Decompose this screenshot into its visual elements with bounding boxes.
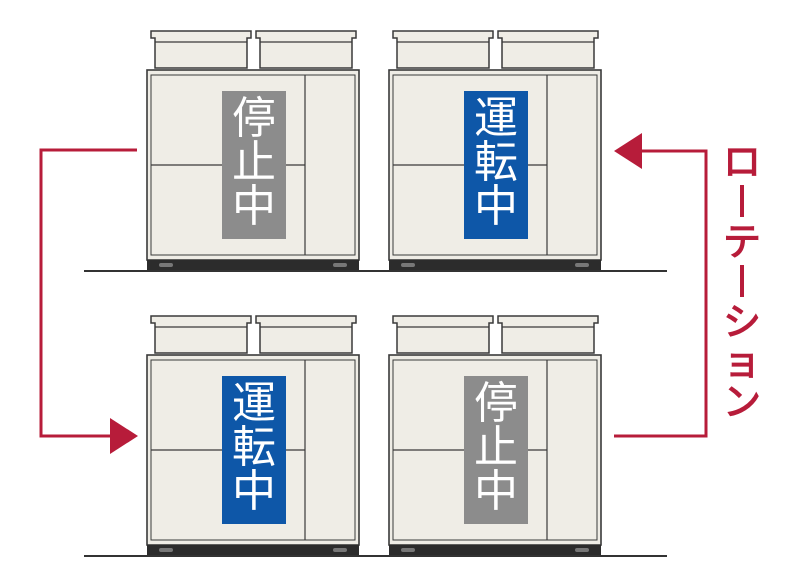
fan-housing	[497, 315, 599, 354]
status-label-box	[222, 91, 286, 239]
unit-foot	[575, 548, 589, 552]
fan-housing	[255, 315, 357, 354]
status-label-char: 停	[232, 93, 276, 144]
unit-foot	[401, 263, 415, 267]
rotation-arrow-right-head	[614, 133, 642, 169]
status-label-char: 運	[474, 93, 518, 144]
status-label-char: 中	[474, 181, 518, 232]
rotation-label-char: テ	[723, 220, 761, 264]
outdoor-unit: 停止中	[146, 30, 360, 270]
unit-foot	[159, 548, 173, 552]
fan-housing	[150, 30, 252, 69]
status-label-box	[464, 376, 528, 524]
unit-foot	[333, 263, 347, 267]
outdoor-unit: 運転中	[146, 315, 360, 555]
rotation-label-char: ロ	[723, 140, 761, 184]
rotation-arrow-right-line	[614, 149, 708, 438]
fan-housing	[392, 30, 494, 69]
fan-housing	[150, 315, 252, 354]
outdoor-unit: 運転中	[388, 30, 602, 270]
status-label-char: 転	[232, 422, 276, 473]
fan-housing	[392, 315, 494, 354]
rotation-label-char: シ	[723, 300, 761, 344]
unit-base	[147, 260, 359, 270]
unit-base	[389, 260, 601, 270]
status-label-char: 中	[232, 466, 276, 517]
status-label-box	[222, 376, 286, 524]
status-label-box	[464, 91, 528, 239]
status-label-char: 停	[474, 378, 518, 429]
fan-housing	[497, 30, 599, 69]
rotation-arrow-left-line	[39, 148, 137, 438]
rotation-arrow-left-head	[110, 418, 138, 454]
unit-foot	[159, 263, 173, 267]
rotation-label-char: ン	[723, 380, 761, 424]
status-label-char: 止	[474, 422, 518, 473]
unit-foot	[575, 263, 589, 267]
fan-housing	[255, 30, 357, 69]
unit-foot	[333, 548, 347, 552]
unit-base	[389, 545, 601, 555]
unit-base	[147, 545, 359, 555]
outdoor-unit: 停止中	[388, 315, 602, 555]
rotation-arrow-right	[614, 133, 708, 438]
status-label-char: 止	[232, 137, 276, 188]
status-label-char: 中	[474, 466, 518, 517]
unit-foot	[401, 548, 415, 552]
rotation-arrow-left	[39, 148, 138, 454]
status-label-char: 中	[232, 181, 276, 232]
rotation-label-char: ョ	[723, 340, 761, 384]
status-label-char: 運	[232, 378, 276, 429]
status-label-char: 転	[474, 137, 518, 188]
